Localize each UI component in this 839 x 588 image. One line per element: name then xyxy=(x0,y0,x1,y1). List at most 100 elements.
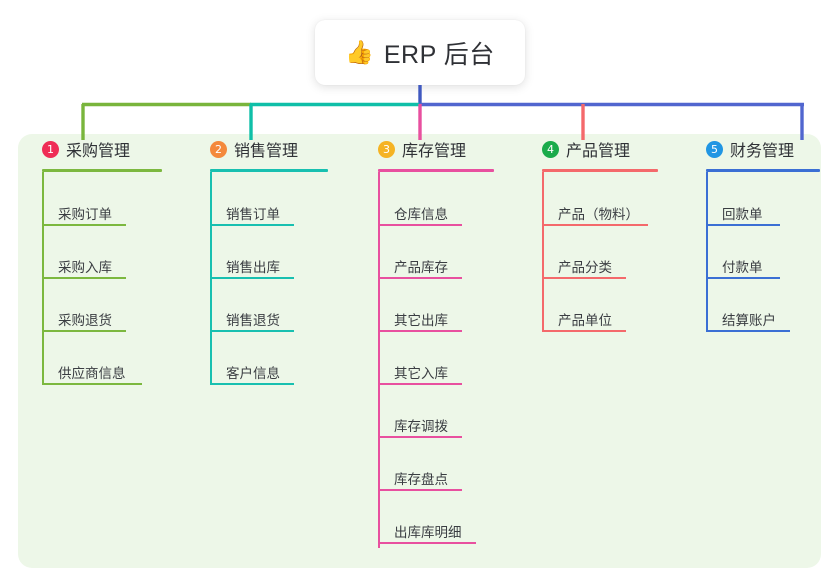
column-title-2: 销售管理 xyxy=(234,143,299,160)
column-rule-5 xyxy=(706,169,820,172)
column-rule-2 xyxy=(210,169,328,172)
column-purchasing: 1 采购管理 采购订单 采购入库 采购退货 供应商信息 xyxy=(26,134,166,388)
list-item-label: 产品分类 xyxy=(558,260,612,275)
columns-container: 1 采购管理 采购订单 采购入库 采购退货 供应商信息 xyxy=(0,134,839,568)
column-rule-4 xyxy=(542,169,658,172)
list-item[interactable]: 采购订单 xyxy=(26,172,166,226)
column-title-5: 财务管理 xyxy=(730,143,795,160)
column-badge-4: 4 xyxy=(542,140,559,158)
list-item-label: 供应商信息 xyxy=(58,366,126,381)
column-header-5[interactable]: 5 财务管理 xyxy=(690,134,820,164)
list-item-rule xyxy=(42,383,142,385)
list-item[interactable]: 库存盘点 xyxy=(362,438,512,491)
list-item[interactable]: 客户信息 xyxy=(194,332,334,385)
list-item-label: 客户信息 xyxy=(226,366,280,381)
column-badge-3: 3 xyxy=(378,140,395,158)
list-item[interactable]: 库存调拨 xyxy=(362,385,512,438)
list-item-label: 销售订单 xyxy=(226,207,280,222)
column-header-3[interactable]: 3 库存管理 xyxy=(362,134,512,164)
list-item-rule xyxy=(378,330,462,332)
list-item-label: 产品单位 xyxy=(558,313,612,328)
thumbs-up-icon: 👍 xyxy=(345,39,374,65)
column-title-4: 产品管理 xyxy=(566,143,631,160)
column-badge-1: 1 xyxy=(42,140,59,158)
column-header-4[interactable]: 4 产品管理 xyxy=(526,134,686,164)
list-item[interactable]: 付款单 xyxy=(690,226,820,279)
list-item-rule xyxy=(378,383,462,385)
list-item[interactable]: 采购入库 xyxy=(26,226,166,279)
list-item-label: 销售出库 xyxy=(226,260,280,275)
list-item[interactable]: 销售出库 xyxy=(194,226,334,279)
list-item[interactable]: 销售订单 xyxy=(194,172,334,226)
list-item-rule xyxy=(42,224,126,226)
list-item-label: 出库库明细 xyxy=(394,525,462,540)
list-item[interactable]: 产品分类 xyxy=(526,226,686,279)
list-item-label: 结算账户 xyxy=(722,313,776,328)
list-item-rule xyxy=(542,277,626,279)
column-items-5: 回款单 付款单 结算账户 xyxy=(690,172,820,334)
list-item-rule xyxy=(210,224,294,226)
column-stem-4 xyxy=(542,172,544,331)
list-item-rule xyxy=(378,436,462,438)
column-product: 4 产品管理 产品（物料） 产品分类 产品单位 xyxy=(526,134,686,334)
list-item-rule xyxy=(378,542,476,544)
list-item-label: 产品库存 xyxy=(394,260,448,275)
column-items-3: 仓库信息 产品库存 其它出库 其它入库 库存调拨 库存盘点 xyxy=(362,172,512,552)
list-item[interactable]: 回款单 xyxy=(690,172,820,226)
list-item[interactable]: 结算账户 xyxy=(690,279,820,332)
column-inventory: 3 库存管理 仓库信息 产品库存 其它出库 其它入库 库存调拨 xyxy=(362,134,512,552)
column-title-1: 采购管理 xyxy=(66,143,131,160)
list-item-label: 产品（物料） xyxy=(558,207,639,222)
list-item[interactable]: 采购退货 xyxy=(26,279,166,332)
list-item[interactable]: 出库库明细 xyxy=(362,491,512,544)
column-sales: 2 销售管理 销售订单 销售出库 销售退货 客户信息 xyxy=(194,134,334,388)
column-items-4: 产品（物料） 产品分类 产品单位 xyxy=(526,172,686,334)
list-item-rule xyxy=(210,277,294,279)
list-item-label: 采购订单 xyxy=(58,207,112,222)
list-item-label: 采购退货 xyxy=(58,313,112,328)
list-item-label: 其它出库 xyxy=(394,313,448,328)
list-item-label: 其它入库 xyxy=(394,366,448,381)
list-item-label: 采购入库 xyxy=(58,260,112,275)
list-item[interactable]: 产品单位 xyxy=(526,279,686,332)
list-item-rule xyxy=(542,224,648,226)
list-item-rule xyxy=(542,330,626,332)
list-item-rule xyxy=(42,330,126,332)
list-item[interactable]: 供应商信息 xyxy=(26,332,166,385)
column-title-3: 库存管理 xyxy=(402,143,467,160)
list-item[interactable]: 销售退货 xyxy=(194,279,334,332)
list-item-rule xyxy=(210,330,294,332)
column-badge-2: 2 xyxy=(210,140,227,158)
list-item-rule xyxy=(378,489,462,491)
list-item-label: 付款单 xyxy=(722,260,763,275)
list-item-label: 仓库信息 xyxy=(394,207,448,222)
list-item-label: 库存调拨 xyxy=(394,419,448,434)
list-item-rule xyxy=(706,277,780,279)
column-finance: 5 财务管理 回款单 付款单 结算账户 xyxy=(690,134,820,334)
list-item-label: 销售退货 xyxy=(226,313,280,328)
list-item-label: 库存盘点 xyxy=(394,472,448,487)
column-items-2: 销售订单 销售出库 销售退货 客户信息 xyxy=(194,172,334,388)
column-header-2[interactable]: 2 销售管理 xyxy=(194,134,334,164)
list-item-rule xyxy=(378,277,462,279)
root-node-title: ERP 后台 xyxy=(383,40,495,69)
list-item-rule xyxy=(210,383,294,385)
diagram-panel xyxy=(18,134,821,568)
column-rule-3 xyxy=(378,169,494,172)
list-item[interactable]: 其它入库 xyxy=(362,332,512,385)
list-item-rule xyxy=(706,224,780,226)
column-header-1[interactable]: 1 采购管理 xyxy=(26,134,166,164)
list-item[interactable]: 仓库信息 xyxy=(362,172,512,226)
list-item[interactable]: 产品库存 xyxy=(362,226,512,279)
list-item[interactable]: 其它出库 xyxy=(362,279,512,332)
column-stem-5 xyxy=(706,172,708,331)
column-stem-3 xyxy=(378,172,380,548)
column-items-1: 采购订单 采购入库 采购退货 供应商信息 xyxy=(26,172,166,388)
list-item-rule xyxy=(378,224,462,226)
list-item-rule xyxy=(706,330,790,332)
list-item-rule xyxy=(42,277,126,279)
column-rule-1 xyxy=(42,169,162,172)
list-item[interactable]: 产品（物料） xyxy=(526,172,686,226)
root-node-card[interactable]: 👍 ERP 后台 xyxy=(315,20,525,85)
column-badge-5: 5 xyxy=(706,140,723,158)
